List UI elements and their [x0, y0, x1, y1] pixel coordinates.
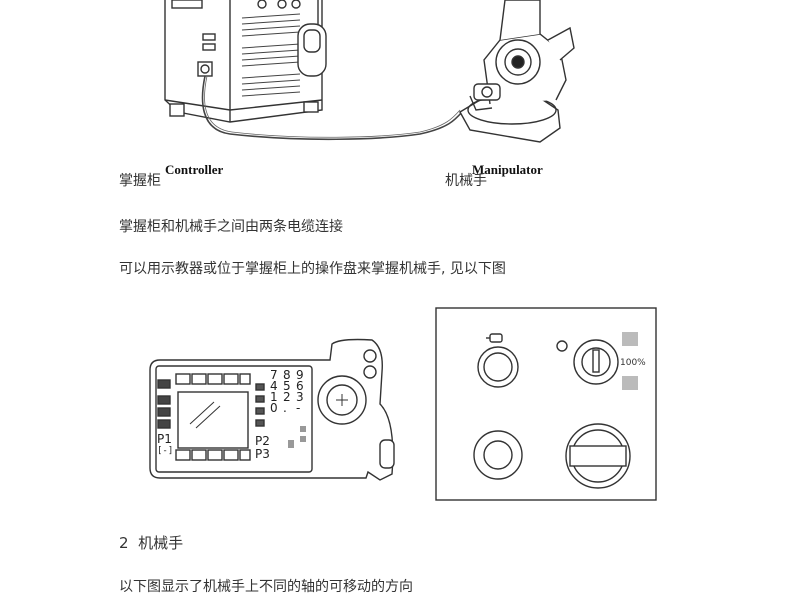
paragraph-control: 可以用示教器或位于掌握柜上的操作盘来掌握机械手, 见以下图: [119, 261, 506, 277]
joystick-inner: [326, 384, 358, 416]
key-7[interactable]: 7: [270, 368, 278, 382]
key-6[interactable]: 6: [296, 379, 304, 393]
motor-on-button: [477, 346, 519, 388]
duty-time-counter: [565, 423, 631, 489]
key-3[interactable]: 3: [296, 390, 304, 404]
connection-cable: [201, 75, 463, 141]
numeric-keypad: 7 8 9 4 5 6 1 2 3 0 . -: [270, 368, 312, 415]
motor-icon: [489, 333, 503, 343]
key-9[interactable]: 9: [296, 368, 304, 382]
emergency-stop-button: [473, 430, 523, 480]
mode-indicator-top: [622, 332, 638, 346]
mode-indicator-bottom: [622, 376, 638, 390]
section-number: 2: [119, 534, 129, 552]
robot-manipulator: [459, 0, 575, 143]
key-8[interactable]: 8: [283, 368, 291, 382]
section-heading: 2 机械手: [119, 532, 183, 553]
section-title: 机械手: [138, 534, 184, 552]
p2-key[interactable]: P2: [255, 434, 270, 448]
key-5[interactable]: 5: [283, 379, 291, 393]
joystick-outer: [317, 375, 367, 425]
manipulator-label: Manipulator: [472, 162, 543, 177]
key-0[interactable]: 0: [270, 401, 278, 415]
p1-key[interactable]: P1: [157, 432, 172, 446]
key-1[interactable]: 1: [270, 390, 278, 404]
mode-key-switch: [573, 339, 619, 385]
paragraph-axes: 以下图显示了机械手上不同的轴的可移动的方向: [119, 579, 413, 595]
bracket-key[interactable]: [-]: [157, 446, 174, 456]
controller-label: Controller: [165, 162, 224, 177]
mode-icon: [556, 340, 568, 352]
controller-cabinet: [164, 0, 327, 123]
speed-percent-label: 100%: [620, 358, 646, 368]
pendant-screen: [177, 391, 249, 449]
manipulator-caption: 机械手: [445, 173, 487, 189]
key-dot[interactable]: .: [283, 401, 287, 415]
paragraph-cables: 掌握柜和机械手之间由两条电缆连接: [119, 219, 343, 235]
operator-panel-frame: [435, 307, 657, 501]
key-minus[interactable]: -: [296, 401, 301, 415]
system-illustration: [164, 0, 575, 143]
controller-caption: 掌握柜: [119, 173, 161, 189]
key-4[interactable]: 4: [270, 379, 278, 393]
key-2[interactable]: 2: [283, 390, 291, 404]
p3-key[interactable]: P3: [255, 447, 270, 461]
